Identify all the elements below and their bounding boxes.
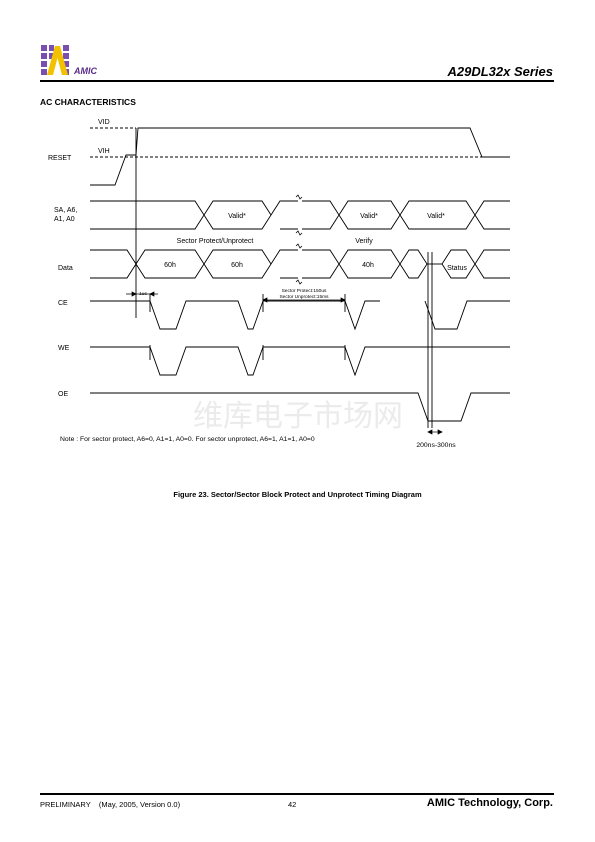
data-waveform — [90, 249, 510, 279]
ce-signal-label: CE — [58, 300, 68, 307]
oe-window-label: 200ns-300ns — [416, 442, 456, 449]
reset-waveform — [90, 127, 510, 186]
page-number: 42 — [288, 800, 297, 809]
protect-time-label: Sector Protect:150us — [282, 288, 327, 294]
vih-level-label: VIH — [98, 148, 110, 155]
data-value-60h-2: 60h — [231, 262, 243, 269]
watermark: 维库电子市场网 — [193, 400, 403, 433]
oe-signal-label: OE — [58, 391, 68, 398]
address-signal-label-1: SA, A6, — [54, 207, 77, 214]
section-title: AC CHARACTERISTICS — [40, 97, 136, 107]
vid-level-label: VID — [98, 119, 110, 126]
series-title: A29DL32x Series — [447, 64, 553, 79]
reset-signal-label: RESET — [48, 155, 72, 162]
address-signal-label-2: A1, A0 — [54, 216, 75, 223]
company-name: AMIC Technology, Corp. — [426, 797, 553, 809]
time-1us-label: 1us — [139, 291, 147, 297]
address-valid-1: Valid* — [228, 213, 246, 220]
oe-waveform — [90, 392, 510, 422]
unprotect-time-label: Sector Unprotect:15ms — [279, 294, 329, 300]
diagram-note: Note : For sector protect, A6=0, A1=1, A… — [60, 436, 315, 443]
address-valid-2: Valid* — [360, 213, 378, 220]
phase-label-verify: Verify — [355, 238, 373, 245]
data-value-status: Status — [447, 265, 467, 272]
footer-rule — [40, 793, 554, 795]
address-valid-3: Valid* — [427, 213, 445, 220]
footer-status: PRELIMINARY (May, 2005, Version 0.0) — [40, 800, 181, 809]
we-signal-label: WE — [58, 345, 70, 352]
amic-chip-logo-icon — [40, 44, 70, 76]
timing-diagram: VID VIH RESET SA, A6, A1, A0 Data CE WE … — [48, 119, 510, 449]
ce-waveform — [90, 300, 510, 331]
data-value-40h: 40h — [362, 262, 374, 269]
figure-caption: Figure 23. Sector/Sector Block Protect a… — [173, 490, 422, 499]
we-waveform — [90, 346, 510, 377]
header-rule — [40, 80, 554, 82]
address-waveform — [90, 200, 510, 230]
data-signal-label: Data — [58, 265, 73, 272]
data-value-60h-1: 60h — [164, 262, 176, 269]
brand-name: AMIC — [74, 66, 97, 76]
phase-label-protect: Sector Protect/Unprotect — [177, 238, 254, 245]
